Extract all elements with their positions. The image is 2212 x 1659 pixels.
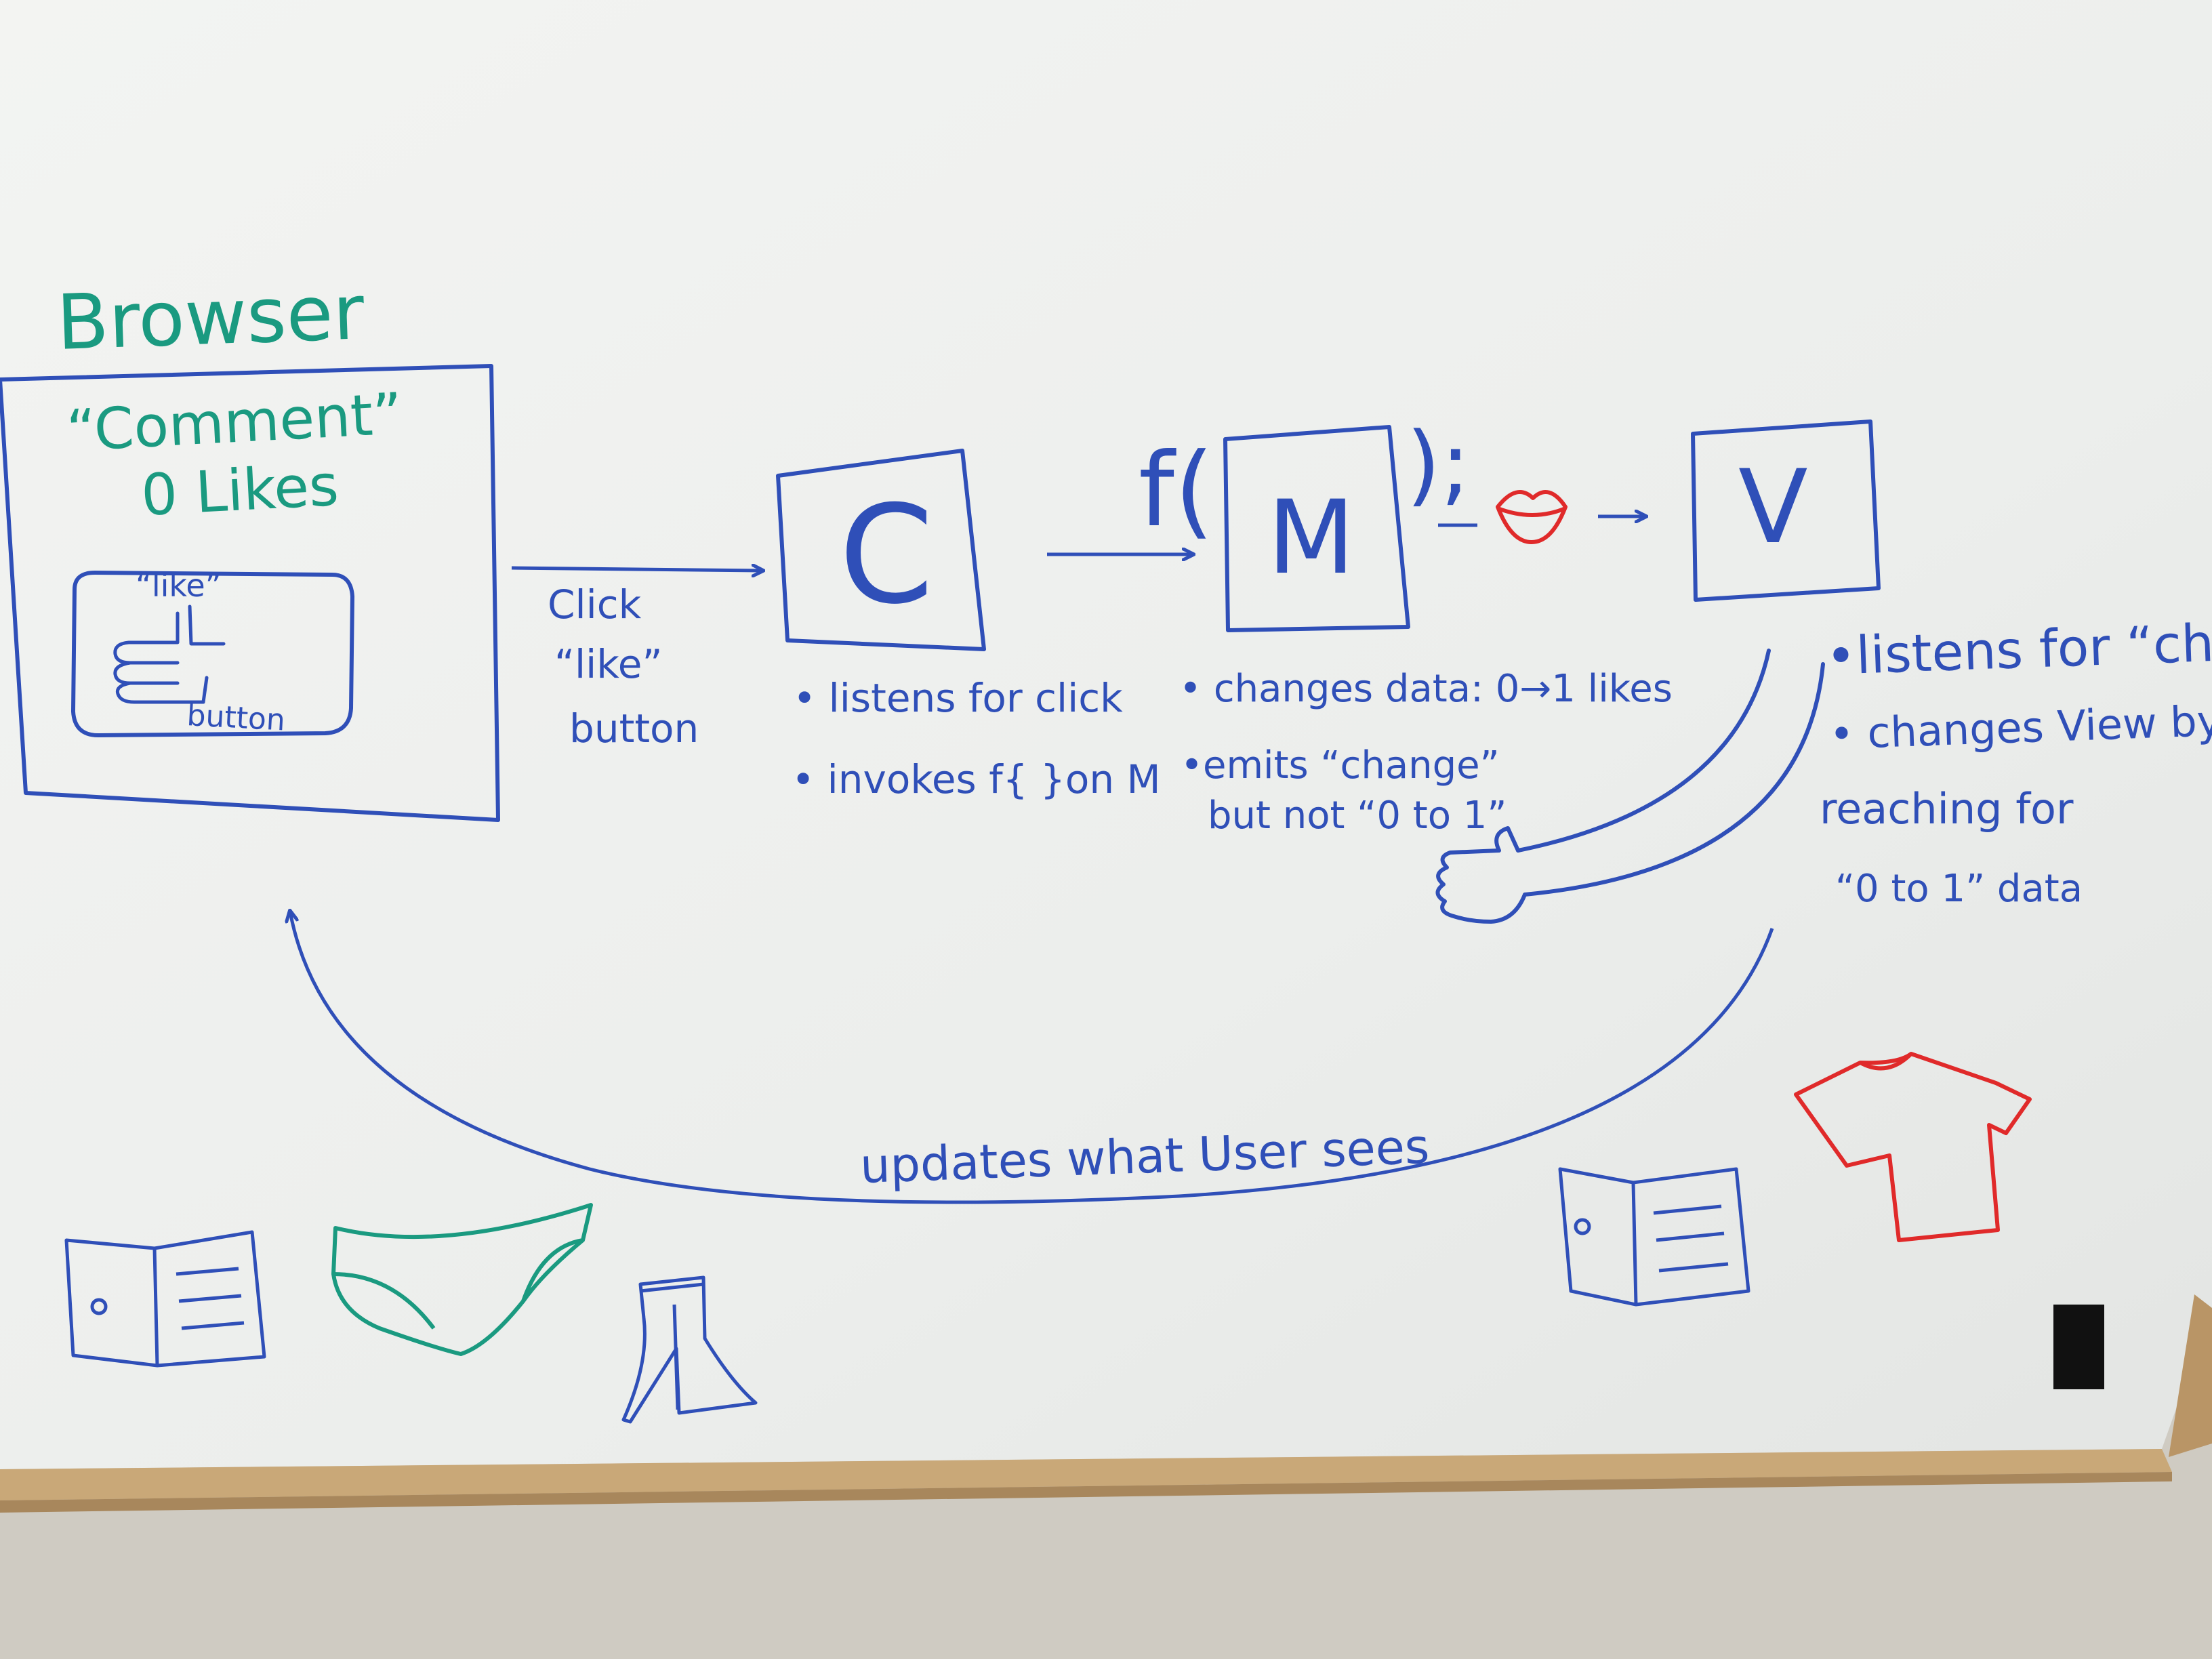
likes-count: 0 Likes bbox=[140, 452, 340, 529]
like-thumb-icon bbox=[113, 605, 226, 704]
view-note-2: reaching for bbox=[1820, 784, 2074, 834]
lips-icon bbox=[1496, 490, 1568, 544]
controller-box bbox=[776, 449, 986, 651]
book-icon bbox=[64, 1230, 266, 1368]
model-note-1: •emits “change” bbox=[1181, 743, 1500, 787]
browser-title: Browser bbox=[55, 268, 366, 367]
like-quote-label: “like” bbox=[136, 567, 222, 604]
controller-letter: C bbox=[839, 476, 934, 634]
model-call-suffix: ); bbox=[1406, 413, 1471, 516]
click-label-line2: “like” bbox=[554, 641, 663, 687]
button-word: button bbox=[186, 698, 286, 738]
model-f-prefix: f( bbox=[1139, 432, 1214, 550]
whiteboard-surface bbox=[0, 0, 2212, 1469]
model-letter: M bbox=[1267, 479, 1355, 597]
view-box bbox=[1691, 419, 1881, 602]
browser-window bbox=[0, 364, 500, 822]
whiteboard-frame-bottom-edge bbox=[0, 1472, 2172, 1513]
underwear-icon bbox=[331, 1203, 593, 1356]
book-icon bbox=[1558, 1167, 1750, 1307]
click-label-line3: button bbox=[569, 705, 699, 752]
model-box bbox=[1223, 425, 1410, 632]
update-arc bbox=[290, 912, 1774, 1204]
controller-note-1: • invokes f{ }on M bbox=[792, 756, 1161, 802]
click-label-line1: Click bbox=[548, 581, 642, 628]
click-arrow bbox=[511, 568, 762, 571]
whiteboard-frame-bottom bbox=[0, 1449, 2172, 1500]
reaching-hand-icon bbox=[1435, 649, 1825, 924]
whiteboard-frame-right bbox=[2169, 1294, 2212, 1457]
view-note-3: “0 to 1” data bbox=[1835, 867, 2083, 911]
view-letter: V bbox=[1738, 449, 1808, 567]
shirt-icon bbox=[1794, 1052, 2032, 1242]
marker-eraser bbox=[2053, 1305, 2104, 1389]
pants-icon bbox=[621, 1275, 758, 1424]
model-note-2: but not “0 to 1” bbox=[1208, 794, 1507, 838]
controller-note-0: • listens for click bbox=[793, 675, 1123, 721]
model-note-0: • changes data: 0→1 likes bbox=[1179, 667, 1673, 711]
like-button bbox=[70, 570, 355, 738]
